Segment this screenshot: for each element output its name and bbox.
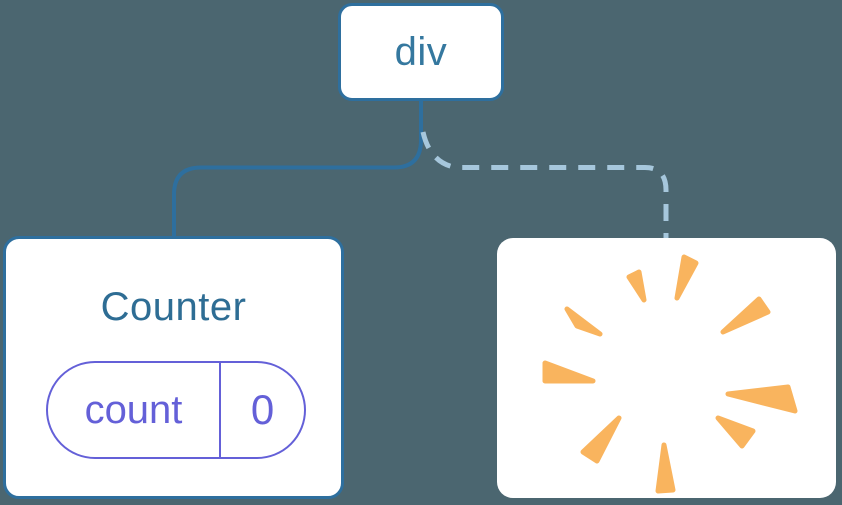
tree-node-div: div bbox=[338, 3, 504, 101]
connector-dashed-line bbox=[420, 131, 669, 238]
state-badge-value-cell: 0 bbox=[221, 363, 304, 457]
connector-solid-line bbox=[172, 100, 423, 238]
state-key-label: count bbox=[84, 387, 183, 432]
state-value-label: 0 bbox=[250, 386, 275, 433]
div-node-label: div bbox=[394, 29, 448, 74]
tree-node-counter: Counter count 0 bbox=[3, 236, 344, 499]
tree-node-removed bbox=[497, 238, 836, 498]
counter-node-label: Counter bbox=[100, 285, 247, 329]
state-badge-key-cell: count bbox=[48, 363, 221, 457]
state-badge: count 0 bbox=[46, 361, 306, 459]
poof-icon bbox=[542, 254, 798, 494]
